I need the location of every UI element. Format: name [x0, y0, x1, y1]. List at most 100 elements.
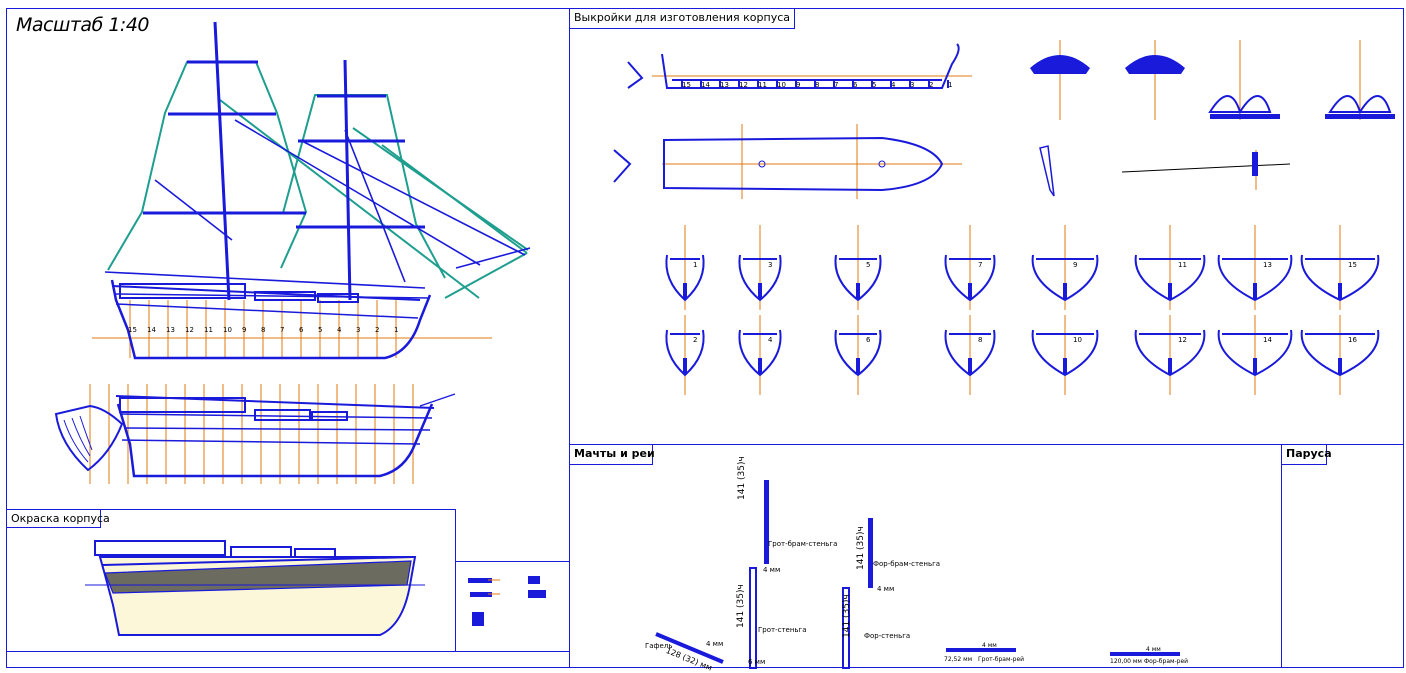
frame-section	[834, 254, 882, 302]
station-label: 11	[204, 326, 213, 334]
yard-2	[1110, 652, 1180, 656]
main-topgallant-name: Грот-брам-стеньга	[768, 540, 838, 548]
gaff-dia: 4 мм	[706, 640, 724, 648]
yard-1	[946, 648, 1016, 652]
frame-keel	[758, 283, 762, 299]
frame-number: 2	[693, 336, 697, 344]
yard1-dia: 4 мм	[982, 642, 997, 649]
station-label: 3	[356, 326, 360, 334]
frame-keel	[856, 358, 860, 374]
frame-section	[738, 329, 782, 377]
frame-number: 16	[1348, 336, 1357, 344]
frame-keel	[1168, 283, 1172, 299]
frame-keel	[1253, 283, 1257, 299]
masts-tab: Мачты и реи	[569, 444, 655, 465]
main-topgallant-len: 141 (35)ч	[737, 456, 747, 500]
frame-section	[1217, 329, 1293, 377]
station-label: 6	[299, 326, 304, 334]
yard2-dia: 4 мм	[1146, 646, 1161, 653]
frame-number: 10	[1073, 336, 1082, 344]
patterns-tab: Выкройки для изготовления корпуса	[569, 8, 796, 29]
frame-number: 14	[1263, 336, 1272, 344]
station-label: 4	[337, 326, 342, 334]
station-label: 10	[223, 326, 232, 334]
frame-number: 5	[866, 261, 870, 269]
keel-station-label: 9	[796, 81, 800, 89]
hull-paint-view	[85, 540, 425, 636]
station-label: 13	[166, 326, 175, 334]
keel-station-label: 11	[758, 81, 767, 89]
frame-section	[665, 329, 705, 377]
small-fittings	[468, 576, 546, 626]
frame-section	[1031, 254, 1099, 302]
frame-keel	[1338, 358, 1342, 374]
sails-panel	[1281, 444, 1404, 668]
station-label: 1	[394, 326, 398, 334]
frame-number: 9	[1073, 261, 1077, 269]
station-label: 9	[242, 326, 246, 334]
frame-number: 8	[978, 336, 982, 344]
frame-section	[944, 254, 996, 302]
frame-section	[1134, 254, 1206, 302]
frame-section	[1300, 329, 1380, 377]
frame-number: 1	[693, 261, 697, 269]
frame-section	[834, 329, 882, 377]
frame-section	[1217, 254, 1293, 302]
yard1-name: Грот-брам-рей	[978, 656, 1025, 663]
keel-station-label: 7	[834, 81, 838, 89]
fore-topgallant-dia: 4 мм	[877, 585, 895, 593]
frame-section	[1031, 329, 1099, 377]
yard2-name: Фор-брам-рей	[1144, 658, 1189, 665]
station-label: 8	[261, 326, 265, 334]
frame-number: 7	[978, 261, 982, 269]
gaff	[655, 632, 724, 664]
stern-ornaments	[1030, 40, 1395, 197]
frame-number: 11	[1178, 261, 1187, 269]
keel-station-label: 15	[682, 81, 691, 89]
hull-paint-tab: Окраска корпуса	[6, 509, 110, 528]
station-label: 7	[280, 326, 284, 334]
fore-topmast-len: 141 (35)ч	[842, 594, 852, 638]
yard2-len: 120,00 мм	[1110, 658, 1142, 665]
station-label: 5	[318, 326, 322, 334]
keel-station-label: 2	[929, 81, 933, 89]
keel-station-label: 4	[891, 81, 896, 89]
frame-number: 6	[866, 336, 871, 344]
frame-number: 13	[1263, 261, 1272, 269]
keel-station-label: 5	[872, 81, 876, 89]
keel-station-label: 10	[777, 81, 786, 89]
gaff-name: Гафель	[645, 642, 673, 650]
keel-station-label: 8	[815, 81, 819, 89]
frame-keel	[856, 283, 860, 299]
frame-number: 4	[768, 336, 773, 344]
station-label: 12	[185, 326, 194, 334]
frame-number: 3	[768, 261, 772, 269]
frame-keel	[1063, 283, 1067, 299]
station-label: 15	[128, 326, 137, 334]
station-label: 14	[147, 326, 156, 334]
fore-topmast-name: Фор-стеньга	[864, 632, 911, 640]
small-parts-panel	[455, 561, 570, 652]
keel-station-label: 6	[853, 81, 858, 89]
frame-keel	[758, 358, 762, 374]
main-topmast-name: Грот-стеньга	[758, 626, 807, 634]
fore-topgallant-mast	[868, 518, 873, 588]
frame-keel	[1168, 358, 1172, 374]
frame-section	[944, 329, 996, 377]
main-topmast-dia: 6 мм	[748, 658, 766, 666]
frame-section	[1134, 329, 1206, 377]
frame-section	[1300, 254, 1380, 302]
deck-plan-pattern	[613, 124, 962, 199]
frame-keel	[683, 358, 687, 374]
keel-station-label: 3	[910, 81, 914, 89]
keel-station-label: 13	[720, 81, 729, 89]
fore-topgallant-len: 141 (35)ч	[856, 526, 866, 570]
main-topgallant-dia: 4 мм	[763, 566, 781, 574]
main-topgallant-mast	[764, 480, 769, 564]
scale-title: Масштаб 1:40	[16, 14, 150, 36]
hull-construction-view	[54, 384, 456, 484]
frame-keel	[683, 283, 687, 299]
frame-number: 12	[1178, 336, 1187, 344]
